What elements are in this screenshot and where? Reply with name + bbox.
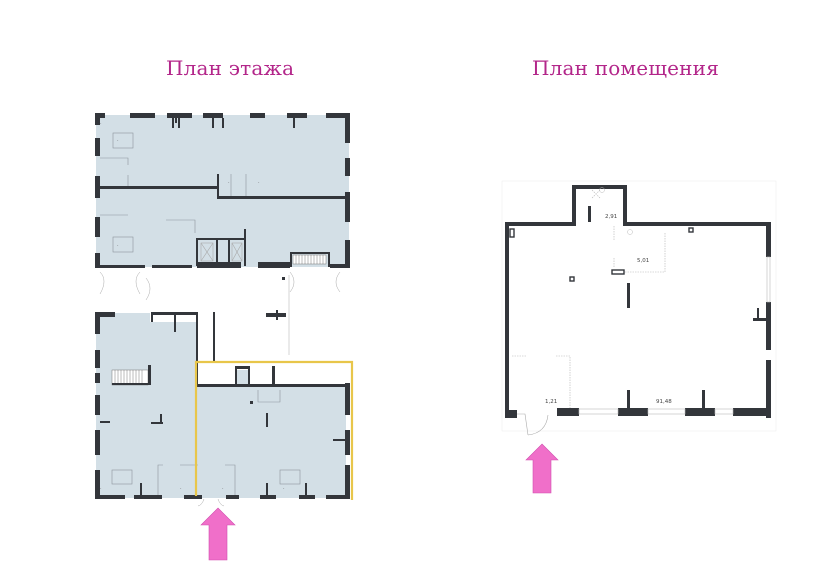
lower-left-rooms bbox=[96, 313, 196, 498]
svg-text:·: · bbox=[117, 138, 119, 144]
svg-text:·: · bbox=[283, 486, 285, 492]
unit-plan: 2,91 5,01 1,21 91,48 bbox=[501, 180, 777, 494]
floor-plan-title: План этажа bbox=[166, 56, 295, 80]
vestibule-area-label: 1,21 bbox=[545, 399, 557, 405]
svg-text:·: · bbox=[258, 180, 260, 186]
floor-plan-entrance-arrow-icon bbox=[200, 507, 236, 561]
unit-plan-title: План помещения bbox=[532, 56, 720, 80]
unit-plan-entrance-arrow-icon bbox=[525, 443, 559, 494]
svg-text:·: · bbox=[228, 180, 230, 186]
highlighted-unit-outline bbox=[194, 360, 354, 500]
utility-area-label: 5,01 bbox=[637, 258, 649, 264]
main-hall-area-label: 91,48 bbox=[656, 399, 672, 405]
svg-text:·: · bbox=[117, 243, 119, 249]
svg-text:·: · bbox=[222, 486, 224, 492]
svg-text:·: · bbox=[100, 121, 102, 127]
upper-block-rooms bbox=[96, 115, 349, 267]
bathroom-area-label: 2,91 bbox=[605, 214, 617, 220]
svg-text:·: · bbox=[100, 486, 102, 492]
highlighted-unit-rooms bbox=[196, 386, 346, 498]
svg-text:·: · bbox=[180, 486, 182, 492]
floor-plan: · · · · · · · · · bbox=[95, 113, 354, 561]
